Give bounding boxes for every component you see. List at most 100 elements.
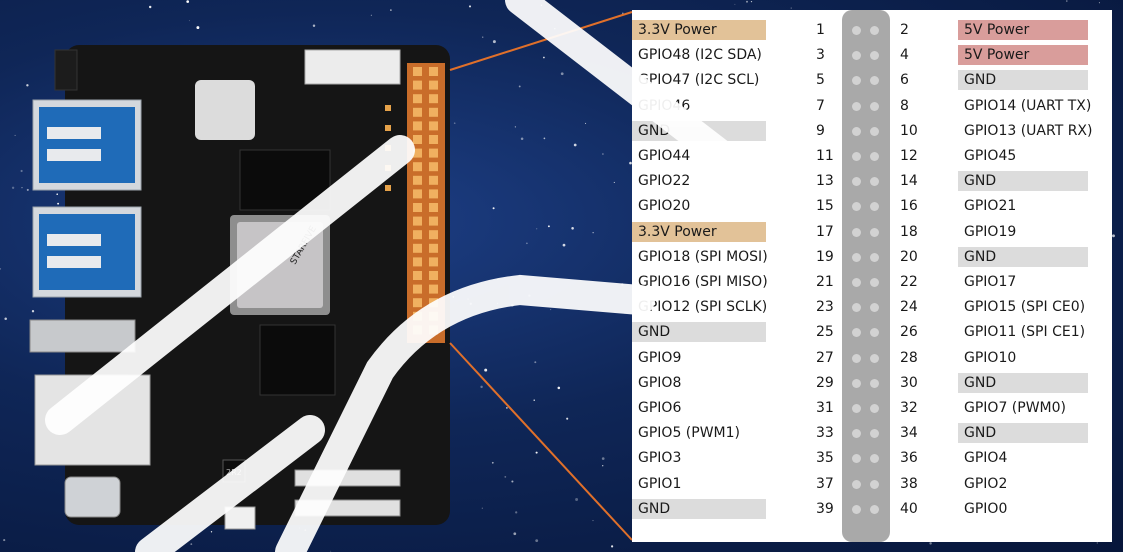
pin-number-right: 2	[900, 22, 909, 38]
pin-number-left: 3	[816, 47, 825, 64]
header-pin	[429, 203, 438, 212]
star	[196, 26, 200, 30]
usb-c-port	[64, 476, 121, 518]
gpio-connector-strip	[842, 10, 890, 542]
pin-label-right: GPIO10	[964, 349, 1017, 366]
pin-hole	[852, 353, 861, 363]
pin-label-left: GPIO16 (SPI MISO)	[638, 274, 768, 290]
header-pin	[413, 243, 422, 253]
pin-label-left: GPIO5 (PWM1)	[638, 425, 740, 442]
star	[484, 368, 488, 372]
pin-number-right: 38	[900, 475, 918, 492]
usb-port-top	[32, 99, 142, 191]
pin-number-right: 22	[900, 274, 918, 290]
header-pin	[429, 284, 438, 294]
pin-label-left: GPIO3	[638, 450, 682, 467]
pin-number-right: 34	[900, 425, 918, 442]
pin-label-left: 3.3V Power	[632, 20, 766, 40]
pin-number-right: 4	[900, 47, 909, 64]
star	[312, 24, 316, 27]
pin-hole	[852, 26, 861, 35]
star	[481, 507, 483, 509]
pin-label-left: GND	[632, 322, 766, 343]
star	[492, 40, 496, 44]
pin-label-right: GND	[958, 372, 1088, 393]
star	[26, 84, 29, 87]
header-pin	[413, 162, 422, 172]
star	[1112, 234, 1115, 238]
pin-hole	[870, 378, 879, 388]
pin-hole	[852, 504, 861, 514]
star	[533, 399, 535, 401]
star	[550, 309, 552, 311]
pin-hole	[852, 328, 861, 338]
pin-number-right: 24	[900, 299, 918, 316]
star	[468, 5, 472, 8]
pin-label-left: GPIO46	[638, 97, 691, 114]
pin-number-right: 16	[900, 198, 918, 215]
header-pin	[429, 189, 438, 199]
pin-label-left: GPIO6	[638, 400, 682, 416]
star	[542, 56, 545, 59]
pin-hole	[852, 51, 861, 61]
gpio-header	[407, 63, 445, 343]
star	[11, 186, 15, 189]
pin-hole	[852, 252, 861, 262]
header-pin	[429, 230, 438, 240]
pin-hole	[852, 303, 861, 313]
camera-connector	[294, 499, 401, 517]
pin-label-right: GPIO15 (SPI CE0)	[964, 299, 1086, 316]
star	[31, 310, 35, 313]
star	[540, 4, 543, 6]
header-pin	[429, 257, 438, 267]
pin-hole	[870, 404, 879, 413]
star	[491, 461, 494, 464]
header-pin	[429, 107, 438, 117]
star	[535, 451, 538, 454]
pin-number-left: 37	[816, 475, 834, 492]
star	[536, 228, 538, 230]
header-pin	[413, 175, 422, 185]
header-pin	[413, 298, 422, 308]
star	[750, 0, 753, 3]
header-pin	[429, 162, 438, 172]
pin-number-left: 9	[816, 122, 825, 139]
star	[621, 283, 624, 286]
star	[622, 12, 624, 15]
pin-hole	[852, 101, 861, 111]
pin-label-right: GPIO0	[964, 500, 1008, 517]
pin-number-right: 10	[900, 122, 918, 139]
pin-label-left: GPIO8	[638, 374, 682, 391]
star	[518, 85, 521, 88]
pin-label-left: GPIO9	[638, 349, 682, 366]
star	[370, 14, 372, 16]
star	[453, 122, 456, 125]
pin-label-right: GPIO21	[964, 198, 1017, 215]
header-pin	[429, 325, 438, 335]
star	[480, 385, 483, 389]
star	[467, 298, 469, 300]
pin-number-right: 14	[900, 173, 918, 190]
pin-label-left: GPIO20	[638, 198, 691, 215]
pin-hole	[852, 454, 861, 464]
star	[190, 543, 193, 545]
pin-number-left: 25	[816, 324, 834, 341]
star	[554, 27, 556, 30]
pin-label-left: GPIO44	[638, 148, 691, 164]
star	[513, 532, 517, 536]
display-connector	[304, 49, 401, 85]
star	[592, 520, 594, 522]
star	[511, 480, 514, 483]
pin-label-right: GPIO7 (PWM0)	[964, 400, 1066, 416]
star	[1098, 2, 1100, 4]
